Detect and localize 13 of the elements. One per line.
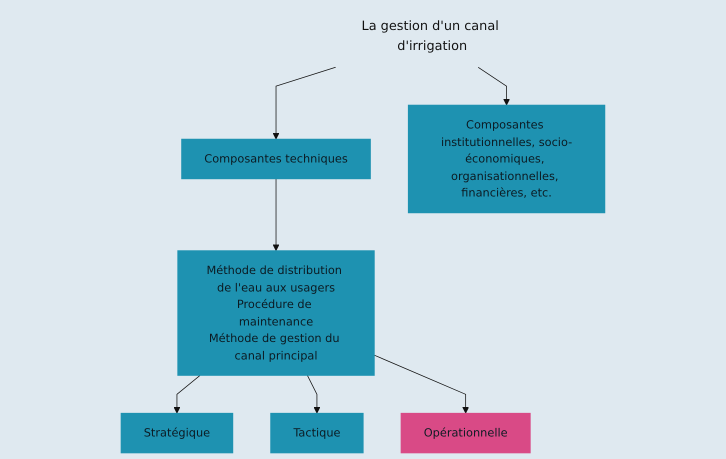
node-box: Tactique xyxy=(270,412,364,454)
node-box: Opérationnelle xyxy=(400,412,531,454)
arrow xyxy=(374,354,470,414)
arrow xyxy=(272,66,336,140)
node-box: Composantes institutionnelles, socio-économiques, organisationnelles, financières, etc. xyxy=(408,104,606,214)
arrow xyxy=(272,178,280,251)
arrow xyxy=(174,375,200,414)
node-box: Méthode de distribution de l'eau aux usagers Procédure de maintenance Méthode de gestion du canal principal xyxy=(177,250,375,376)
arrow xyxy=(307,375,320,414)
node-box: Composantes techniques xyxy=(181,138,371,180)
node-text: La gestion d'un canal d'irrigation xyxy=(362,18,499,54)
arrow xyxy=(478,66,510,106)
node-box: Stratégique xyxy=(120,412,234,454)
